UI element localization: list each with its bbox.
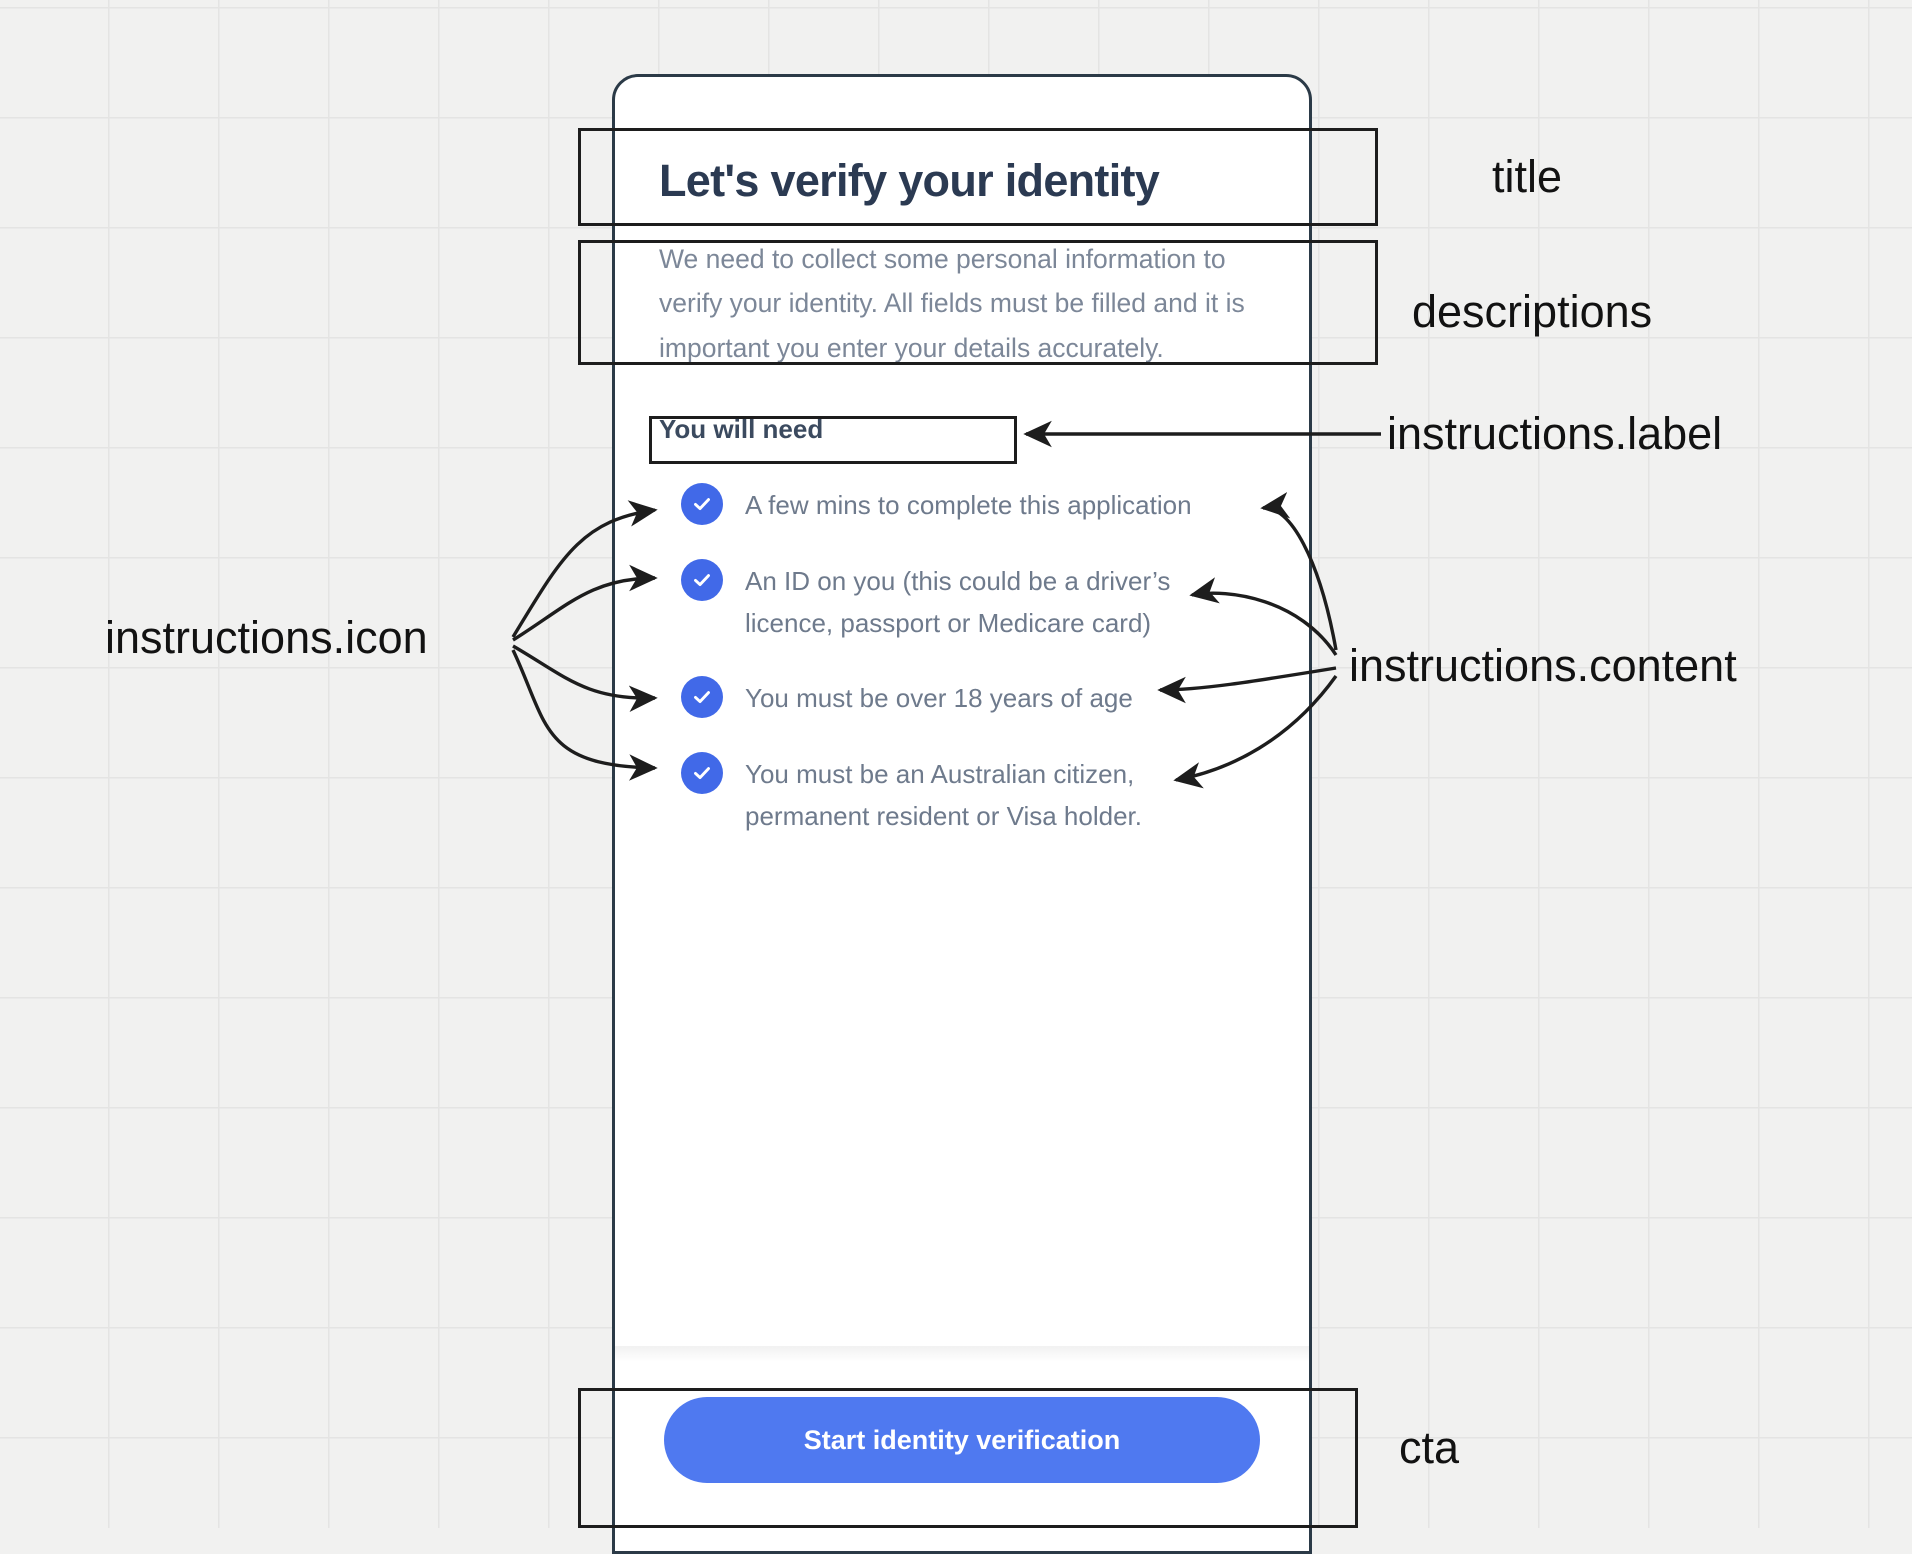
page-description: We need to collect some personal informa… [659,243,1245,363]
list-item-text: You must be an Australian citizen, perma… [745,758,1142,832]
annotation-label-descriptions: descriptions [1412,286,1653,337]
phone-frame: Let's verify your identity We need to co… [612,74,1312,1554]
list-item: You must be over 18 years of age [681,674,1265,719]
check-circle-icon [681,676,723,719]
check-circle-icon [681,483,723,526]
list-item-text: You must be over 18 years of age [745,683,1133,714]
annotation-label-instructions-content: instructions.content [1349,640,1737,691]
page-title: Let's verify your identity [659,155,1160,206]
start-identity-verification-button[interactable]: Start identity verification [664,1397,1260,1483]
annotation-label-title: title [1492,151,1563,202]
check-circle-icon [681,558,723,601]
annotation-label-instructions-label: instructions.label [1387,408,1723,459]
scroll-shadow-divider [615,1346,1309,1362]
cta-footer: Start identity verification [615,1367,1309,1551]
list-item-text: A few mins to complete this application [745,490,1192,521]
list-item: You must be an Australian citizen, perma… [681,750,1265,838]
instructions-list: A few mins to complete this application … [659,445,1265,837]
list-item-text: An ID on you (this could be a driver’s l… [745,565,1171,639]
list-item: A few mins to complete this application [681,481,1265,526]
annotation-label-instructions-icon: instructions.icon [105,612,428,663]
screen-scroll-area[interactable]: Let's verify your identity We need to co… [615,77,1309,1377]
instructions-label: You will need [659,414,824,445]
list-item: An ID on you (this could be a driver’s l… [681,557,1265,645]
annotation-label-cta: cta [1399,1422,1460,1473]
check-circle-icon [681,751,723,794]
